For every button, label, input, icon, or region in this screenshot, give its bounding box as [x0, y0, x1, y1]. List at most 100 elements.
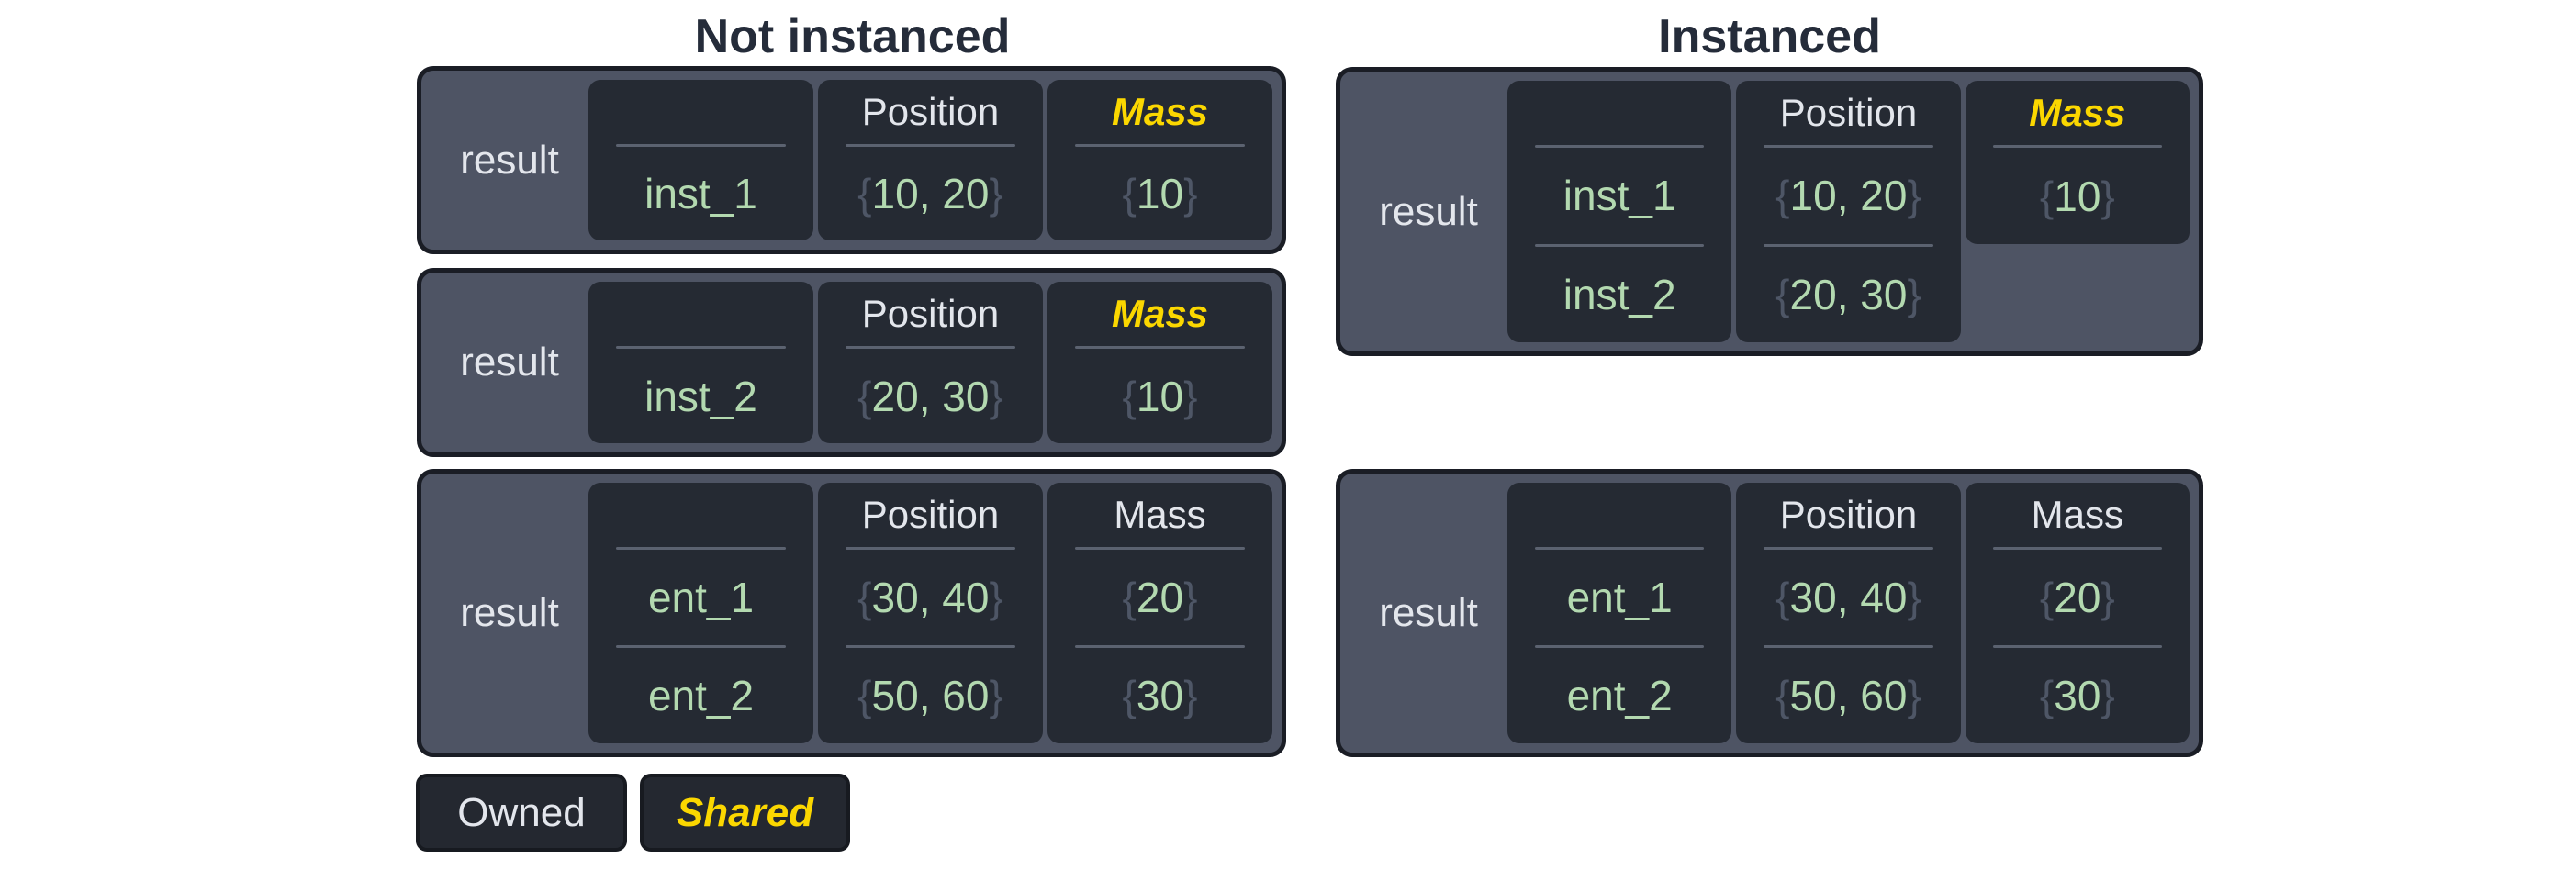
open-brace: { — [2039, 574, 2055, 621]
close-brace: } — [1183, 672, 1198, 719]
mass-column-shared-single: Mass {10} — [1965, 81, 2190, 244]
position-value: {10, 20} — [1775, 172, 1921, 220]
open-brace: { — [857, 672, 872, 719]
open-brace: { — [1122, 372, 1137, 420]
entity-column: inst_1 inst_2 — [1507, 81, 1732, 342]
mass-column-header-shared: Mass — [1111, 292, 1209, 335]
result-label: result — [1379, 188, 1478, 234]
position-column: Position {30, 40} {50, 60} — [1736, 483, 1961, 743]
close-brace: } — [989, 574, 1003, 621]
mass-column: Mass {20} {30} — [1047, 483, 1272, 743]
position-value: {20, 30} — [857, 372, 1003, 420]
component-cells: inst_2 Position {20, 30} Mass {10} — [588, 282, 1272, 443]
open-brace: { — [2039, 172, 2055, 220]
entity-column-header — [1520, 81, 1719, 145]
legend-owned: Owned — [416, 774, 627, 852]
position-column-header: Position — [861, 292, 1000, 335]
open-brace: { — [857, 170, 872, 218]
cell-divider — [846, 346, 1015, 349]
result-label: result — [460, 137, 559, 183]
mass-value: {10} — [2039, 172, 2115, 220]
cell-divider — [1764, 145, 1933, 148]
position-column-header: Position — [861, 90, 1000, 133]
cell-divider — [1535, 645, 1705, 648]
close-brace: } — [1907, 172, 1921, 220]
mass-column: Mass {10} — [1047, 80, 1272, 240]
mass-column-header-shared: Mass — [1111, 90, 1209, 133]
cell-divider — [1075, 645, 1245, 648]
cell-divider — [1764, 645, 1933, 648]
entity-name: inst_2 — [1562, 270, 1676, 318]
open-brace: { — [1775, 172, 1790, 220]
cell-divider — [1764, 243, 1933, 247]
result-box-not-instanced-2: result inst_2 Position {20, 30} Mass {10… — [417, 268, 1286, 457]
close-brace: } — [2100, 172, 2115, 220]
result-label: result — [1379, 590, 1478, 635]
open-brace: { — [1775, 574, 1790, 621]
close-brace: } — [1183, 170, 1198, 218]
mass-column-header-shared: Mass — [2029, 91, 2126, 134]
cell-divider — [846, 645, 1015, 648]
column-title-instanced: Instanced — [1658, 10, 1881, 63]
cell-divider — [1992, 547, 2162, 550]
open-brace: { — [1122, 672, 1137, 719]
open-brace: { — [2039, 672, 2055, 719]
open-brace: { — [1775, 270, 1790, 318]
position-column-header: Position — [1779, 493, 1918, 536]
close-brace: } — [1907, 270, 1921, 318]
position-value: {50, 60} — [857, 672, 1003, 719]
cell-divider — [1075, 547, 1245, 550]
entity-column: ent_1 ent_2 — [588, 483, 813, 743]
position-value: {30, 40} — [1775, 574, 1921, 621]
legend-shared: Shared — [640, 774, 850, 852]
entity-column: inst_2 — [588, 282, 813, 443]
result-label: result — [460, 340, 559, 385]
position-value: {50, 60} — [1775, 672, 1921, 719]
close-brace: } — [1183, 574, 1198, 621]
result-label: result — [460, 590, 559, 635]
entity-name: inst_2 — [644, 372, 757, 420]
position-column: Position {30, 40} {50, 60} — [818, 483, 1043, 743]
entity-column-header — [601, 282, 801, 346]
position-column: Position {10, 20} {20, 30} — [1736, 81, 1961, 342]
result-box-instanced-2: result ent_1 ent_2 Position {30, 40} {50… — [1336, 469, 2203, 757]
component-cells: ent_1 ent_2 Position {30, 40} {50, 60} M… — [588, 483, 1272, 743]
mass-column: Mass {10} — [1047, 282, 1272, 443]
entity-name: inst_1 — [644, 170, 757, 218]
cell-divider — [1992, 645, 2162, 648]
mass-column: Mass {20} {30} — [1965, 483, 2190, 743]
entity-name: ent_1 — [1566, 574, 1673, 621]
entity-name: ent_2 — [647, 672, 755, 719]
position-column: Position {20, 30} — [818, 282, 1043, 443]
result-box-instanced-1: result inst_1 inst_2 Position {10, 20} {… — [1336, 67, 2203, 356]
component-cells: inst_1 inst_2 Position {10, 20} {20, 30}… — [1507, 81, 2190, 342]
result-box-not-instanced-3: result ent_1 ent_2 Position {30, 40} {50… — [417, 469, 1286, 757]
position-column-header: Position — [1779, 91, 1918, 134]
close-brace: } — [1907, 672, 1921, 719]
entity-column-header — [601, 80, 801, 144]
mass-column-header: Mass — [1114, 493, 1206, 536]
cell-divider — [1764, 547, 1933, 550]
open-brace: { — [857, 574, 872, 621]
position-value: {10, 20} — [857, 170, 1003, 218]
position-column-header: Position — [861, 493, 1000, 536]
cell-divider — [1535, 243, 1705, 247]
open-brace: { — [1775, 672, 1790, 719]
entity-column: ent_1 ent_2 — [1507, 483, 1732, 743]
entity-name: inst_1 — [1562, 172, 1676, 220]
entity-column-header — [601, 483, 801, 547]
cell-divider — [616, 547, 786, 550]
mass-value: {20} — [2039, 574, 2115, 621]
component-cells: inst_1 Position {10, 20} Mass {10} — [588, 80, 1272, 240]
entity-name: ent_1 — [647, 574, 755, 621]
mass-value: {20} — [1122, 574, 1198, 621]
cell-divider — [846, 547, 1015, 550]
close-brace: } — [2100, 672, 2115, 719]
cell-divider — [616, 346, 786, 349]
open-brace: { — [1122, 574, 1137, 621]
mass-value: {30} — [2039, 672, 2115, 719]
close-brace: } — [1183, 372, 1198, 420]
close-brace: } — [2100, 574, 2115, 621]
cell-divider — [1075, 144, 1245, 147]
close-brace: } — [989, 372, 1003, 420]
